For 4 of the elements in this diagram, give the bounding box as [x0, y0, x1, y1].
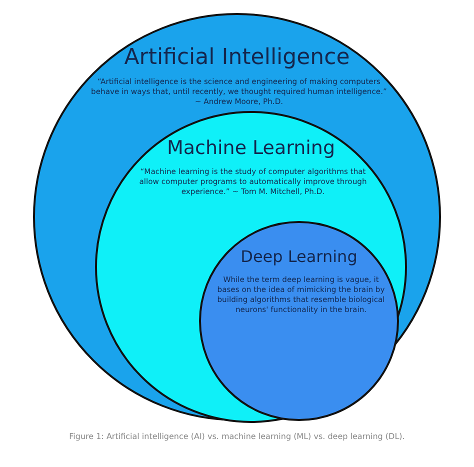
heading: Machine Learning: [166, 137, 336, 159]
heading: Artificial Intelligence: [124, 45, 350, 70]
heading: Deep Learning: [240, 247, 358, 266]
figure-caption: Figure 1: Artificial intelligence (AI) vs. machine learning (ML) vs. deep learning (DL).: [69, 432, 405, 441]
